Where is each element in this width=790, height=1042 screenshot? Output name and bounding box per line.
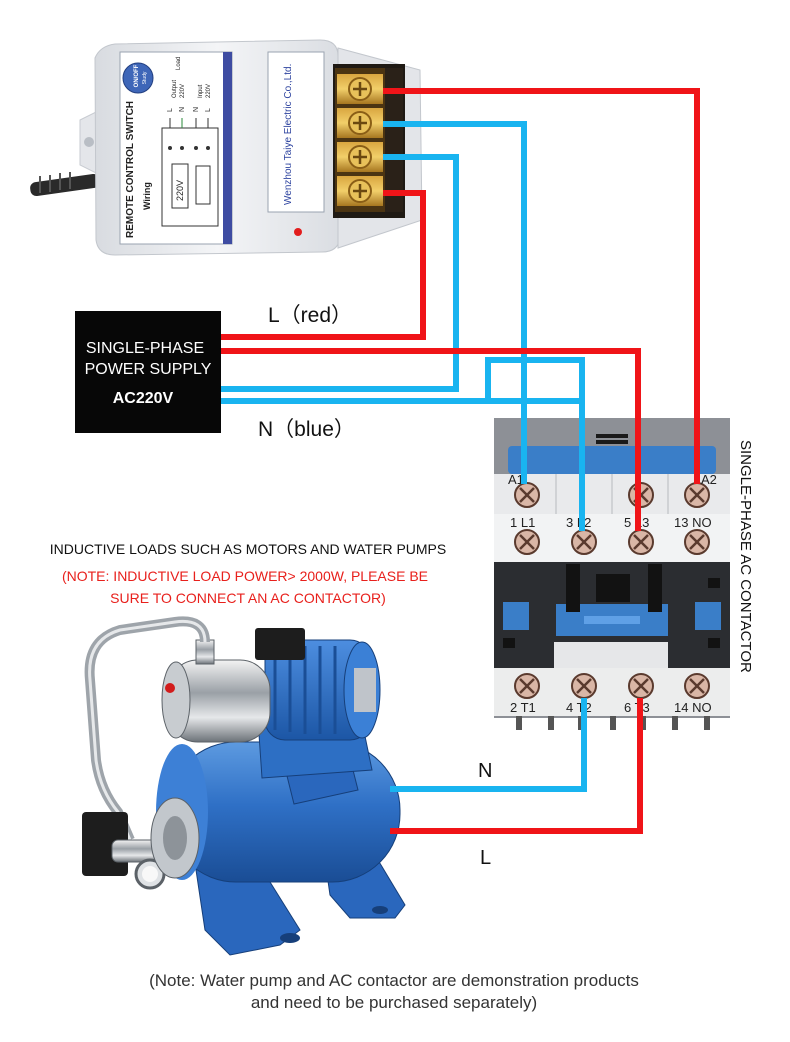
bottom-screw-6: [628, 673, 654, 699]
terminal-label-l-out: L: [167, 108, 174, 112]
wire-neutral-pump: [390, 698, 587, 792]
bottom-screw-4: [571, 673, 597, 699]
top-terminal-13: 13 NO: [674, 515, 712, 530]
terminal-label-l-in: L: [205, 108, 212, 112]
wire-neutral-coil: [383, 121, 527, 484]
wiring-label: Wiring: [142, 182, 152, 210]
coil-label-a2: A2: [701, 472, 717, 487]
water-pump-image: [82, 616, 406, 956]
top-screw-1: [514, 529, 540, 555]
top-terminal-3: 3 L2: [566, 515, 591, 530]
power-supply-line2: POWER SUPPLY: [85, 361, 212, 378]
bottom-terminal-6: 6 T3: [624, 700, 650, 715]
wire-live-supply-contactor: [221, 348, 641, 531]
terminal-screw-1: [337, 74, 383, 104]
coil-screw-a2: [684, 482, 710, 508]
power-supply-box: SINGLE-PHASE POWER SUPPLY AC220V: [75, 311, 221, 433]
status-led: [294, 228, 302, 236]
input-label: Input: [198, 84, 204, 98]
top-screw-13: [684, 529, 710, 555]
bottom-terminal-14: 14 NO: [674, 700, 712, 715]
ac-contactor: A1 A2 1 L1 3 L2 5 L3 13 NO: [494, 418, 730, 730]
label-live-pump: L: [480, 847, 491, 869]
top-terminal-1: 1 L1: [510, 515, 535, 530]
bottom-screw-14: [684, 673, 710, 699]
top-screw-5: [628, 529, 654, 555]
power-supply-line1: SINGLE-PHASE: [86, 340, 204, 357]
load-label: Load: [176, 57, 182, 70]
label-live-red: L（red）: [268, 304, 352, 327]
terminal-screw-2: [337, 108, 383, 138]
wire-live-supply-switch: [221, 190, 426, 340]
footer-note-line1: (Note: Water pump and AC contactor are d…: [149, 971, 639, 990]
wire-neutral-supply-switch: [221, 154, 459, 392]
bottom-screw-2: [514, 673, 540, 699]
terminal-screw-3: [337, 142, 383, 172]
wire-live-coil: [383, 88, 700, 484]
label-neutral-blue: N（blue）: [258, 418, 355, 441]
wire-neutral-supply-contactor: [221, 357, 585, 531]
label-neutral-pump: N: [478, 760, 492, 782]
wires: [221, 88, 700, 834]
company-name: Wenzhou Taiye Electric Co.,Ltd.: [283, 64, 294, 205]
voltage-label: 220V: [175, 180, 185, 201]
load-heading: INDUCTIVE LOADS SUCH AS MOTORS AND WATER…: [50, 541, 446, 557]
on-off-label: ON/OFF: [134, 64, 140, 87]
output-voltage: 220V: [180, 84, 186, 98]
motor-fins: [273, 646, 337, 734]
load-warning-line1: (NOTE: INDUCTIVE LOAD POWER> 2000W, PLEA…: [62, 568, 428, 584]
bottom-terminal-2: 2 T1: [510, 700, 536, 715]
wiring-schematic: 220V L N N L Output 220V Input 220V Load: [161, 57, 219, 227]
bottom-terminal-4: 4 T2: [566, 700, 592, 715]
coil-label-a1: A1: [508, 472, 524, 487]
remote-control-switch: ON/OFF Study REMOTE CONTROL SWITCH Wirin…: [30, 39, 423, 256]
load-warning-line2: SURE TO CONNECT AN AC CONTACTOR): [110, 590, 386, 606]
terminal-screw-4: [337, 176, 383, 206]
terminal-label-n-out: N: [179, 107, 186, 112]
input-voltage: 220V: [206, 84, 212, 98]
top-screw-3: [571, 529, 597, 555]
output-label: Output: [172, 80, 178, 98]
antenna-icon: [30, 172, 100, 197]
terminal-label-n-in: N: [193, 107, 200, 112]
power-supply-voltage: AC220V: [113, 390, 174, 407]
study-label: Study: [142, 71, 148, 84]
footer-note-line2: and need to be purchased separately): [251, 993, 537, 1012]
on-off-button[interactable]: ON/OFF Study: [122, 62, 154, 94]
coil-screw-a1: [514, 482, 540, 508]
wire-live-pump: [390, 698, 643, 834]
contactor-title: SINGLE-PHASE AC CONTACTOR: [737, 440, 754, 673]
remote-switch-title: REMOTE CONTROL SWITCH: [125, 101, 136, 238]
